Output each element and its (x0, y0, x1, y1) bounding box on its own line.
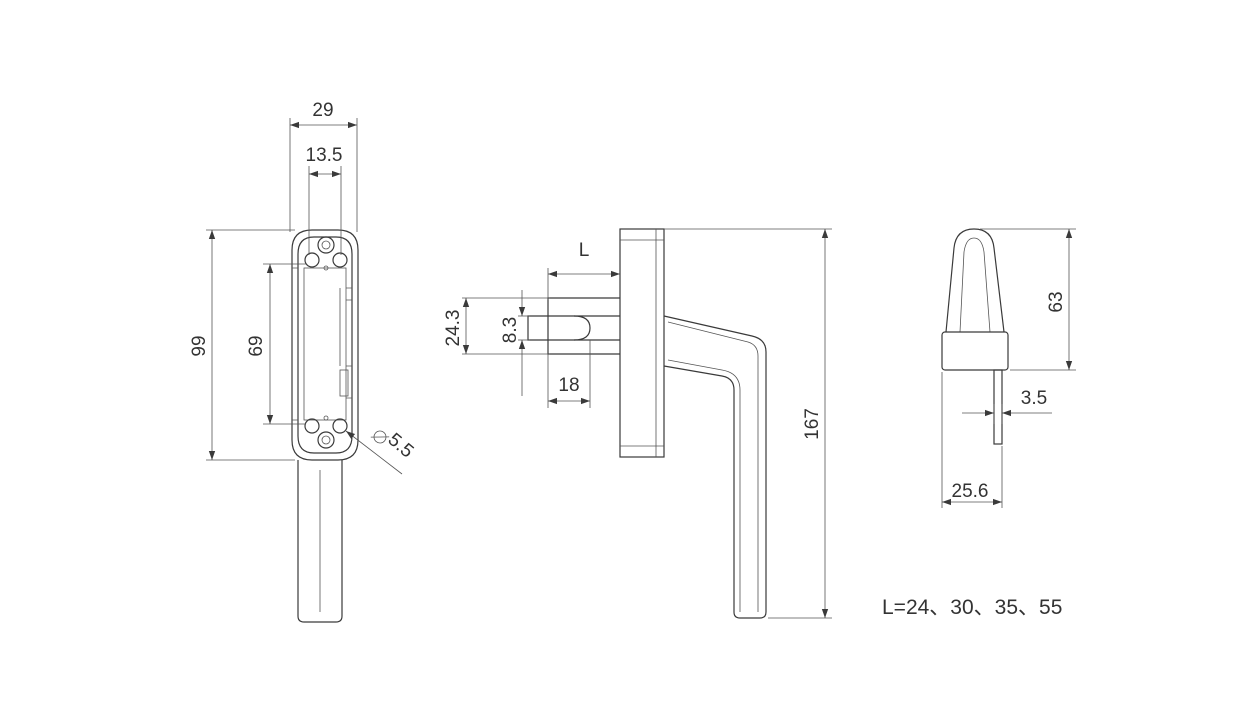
top-handle-inner (959, 237, 991, 333)
dim-hole-diameter: 5.5 (384, 429, 418, 462)
dim-spindle-square: 8.3 (500, 317, 521, 343)
side-base (619, 228, 665, 458)
front-slot (339, 369, 349, 397)
dim-plate-thickness: 3.5 (1021, 388, 1047, 409)
front-hole-top-right (332, 252, 348, 268)
front-pin-bottom (323, 415, 329, 421)
side-lever (663, 315, 767, 619)
top-view (941, 228, 1009, 445)
side-base-detail (620, 229, 664, 457)
front-hole-bottom-center (317, 431, 335, 449)
side-lever-inner (667, 321, 759, 612)
front-view (291, 229, 359, 623)
side-spindle (547, 297, 620, 355)
dim-total-height: 167 (802, 408, 823, 440)
front-hole-bottom-center-inner (321, 435, 331, 445)
top-base-block (941, 331, 1009, 371)
dim-spindle-spacing: 13.5 (306, 145, 343, 166)
front-hole-bottom-right (332, 418, 348, 434)
top-dimensions: 63 3.5 25.6 (941, 228, 1076, 508)
front-hole-bottom-left (304, 418, 320, 434)
side-spindle-tip (573, 315, 591, 341)
dim-base-height: 99 (189, 335, 210, 356)
dim-hole-spacing: 69 (246, 335, 267, 356)
front-lever (297, 460, 343, 623)
side-dimensions: L 24.3 8.3 18 167 (443, 228, 832, 619)
dim-top-width: 25.6 (952, 481, 989, 502)
front-base-outline (291, 229, 359, 461)
top-handle-shape (945, 228, 1005, 333)
dim-front-width: 29 (312, 100, 333, 121)
front-hole-top-center-inner (321, 240, 331, 250)
dim-base-width: 24.3 (443, 310, 464, 347)
side-view (527, 228, 767, 619)
dim-slot-length: 18 (558, 375, 579, 396)
top-plate (993, 369, 1003, 445)
length-options-note: L=24、30、35、55 (882, 596, 1062, 619)
diameter-symbol-icon (370, 430, 390, 444)
front-hole-top-left (304, 252, 320, 268)
front-pin-top (323, 265, 329, 271)
dim-leader-diameter (345, 430, 403, 475)
dim-spindle-length: L (579, 240, 590, 261)
front-dimensions: 29 13.5 99 69 5.5 (189, 100, 418, 475)
front-hole-top-center (317, 236, 335, 254)
dim-top-height: 63 (1046, 291, 1067, 312)
front-side-detail (292, 267, 352, 421)
side-spindle-slot (527, 315, 620, 341)
